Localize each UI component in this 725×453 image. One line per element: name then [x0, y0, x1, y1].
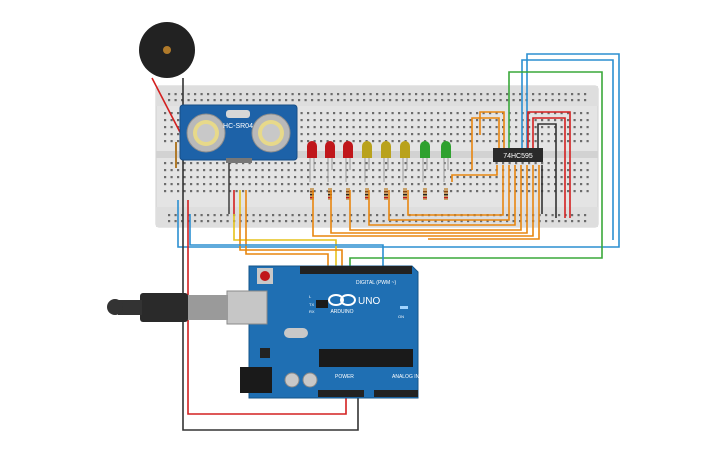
led-row — [307, 141, 451, 200]
dc-jack-icon — [240, 367, 272, 393]
l-label: L — [309, 294, 312, 299]
usb-cable-icon — [107, 290, 268, 325]
arduino-uno-board: UNO ARDUINO DIGITAL (PWM ~) POWER ANALOG… — [248, 265, 420, 399]
wires — [177, 53, 620, 431]
shift-register-chip: 74HC595 — [493, 148, 543, 162]
led-yellow — [362, 141, 372, 200]
board-brand: ARDUINO — [330, 309, 353, 315]
led-red — [343, 141, 353, 200]
board-model: UNO — [358, 296, 380, 307]
on-label: ON — [398, 314, 404, 319]
digital-header-label: DIGITAL (PWM ~) — [356, 280, 396, 286]
arduino-logo — [328, 294, 356, 306]
led-green — [420, 141, 430, 200]
ultrasonic-sensor: HC-SR04 — [179, 104, 298, 163]
led-green — [441, 141, 451, 200]
power-header-label: POWER — [335, 374, 354, 380]
led-red — [307, 141, 317, 200]
led-red — [325, 141, 335, 200]
led-yellow — [381, 141, 391, 200]
sensor-label: HC-SR04 — [223, 123, 253, 130]
tx-label: TX — [309, 302, 314, 307]
analog-header-label: ANALOG IN — [392, 374, 420, 380]
chip-label: 74HC595 — [503, 153, 533, 160]
rx-label: RX — [309, 309, 315, 314]
led-yellow — [400, 141, 410, 200]
buzzer-icon — [139, 22, 195, 78]
